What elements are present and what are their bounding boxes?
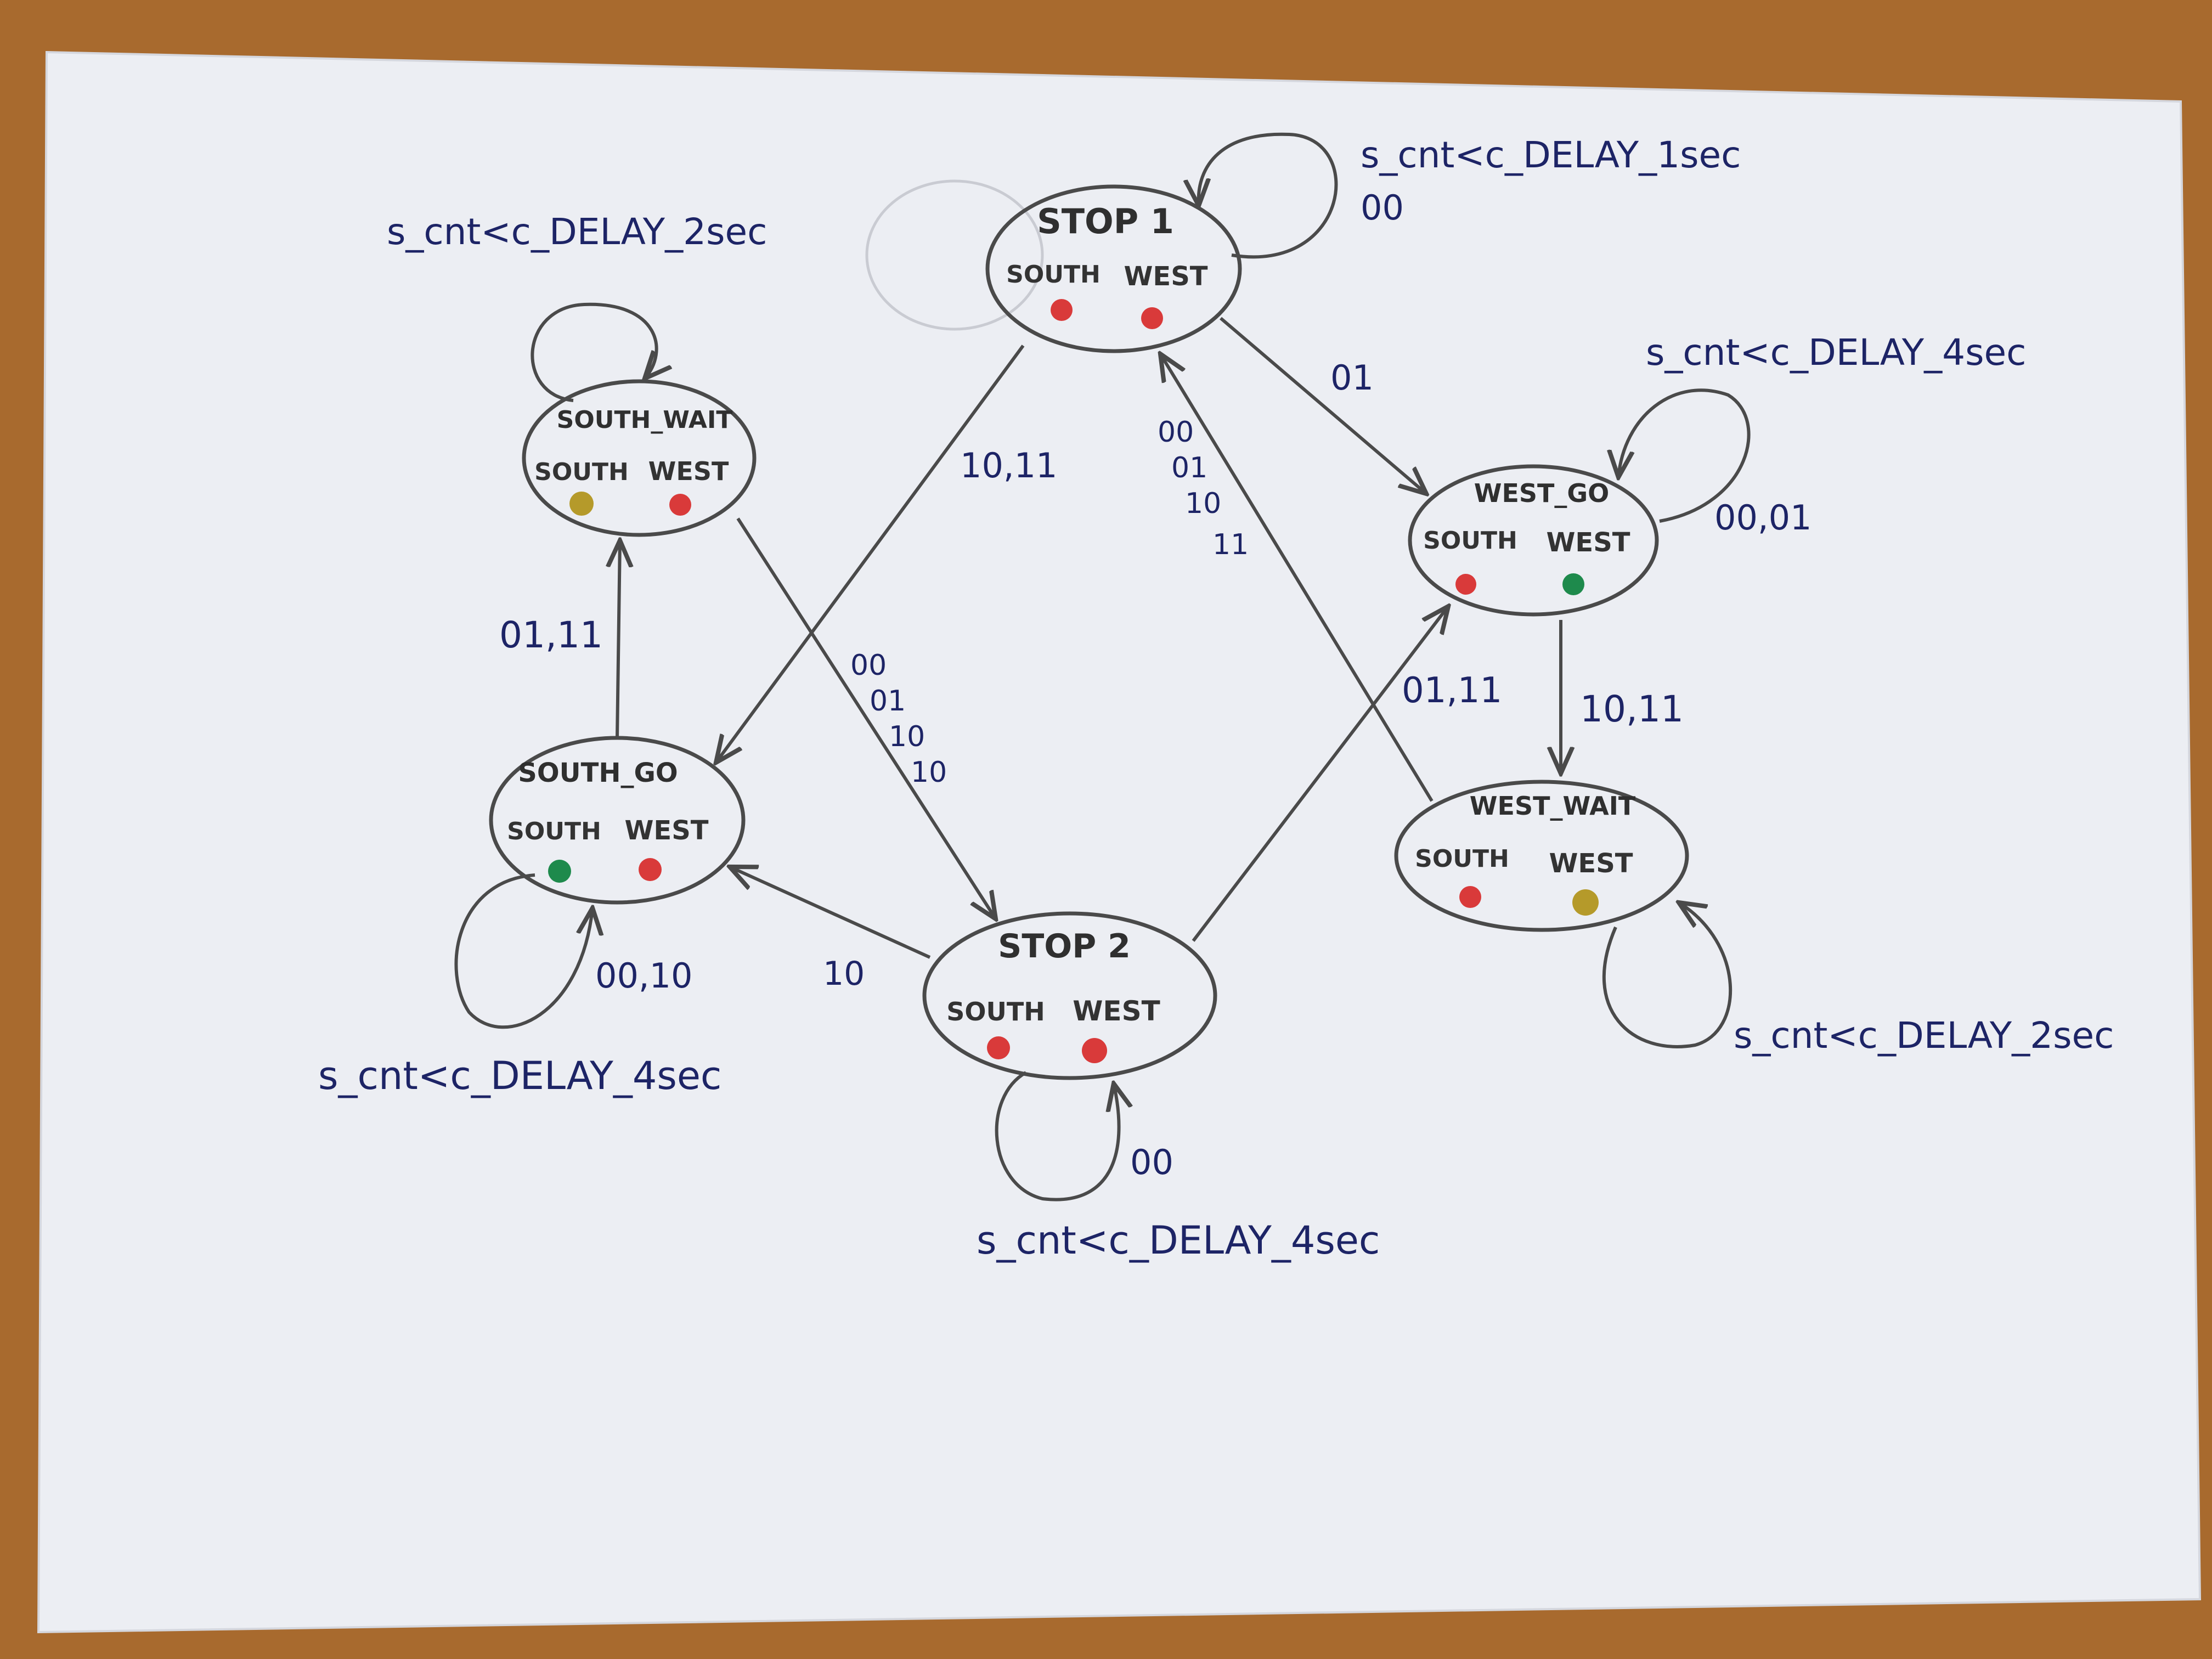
west-light-green	[1562, 573, 1584, 595]
edge-south-wait-to-stop2	[736, 517, 996, 919]
label-stop1-to-west-go: 01	[1330, 358, 1374, 398]
self-loop-stop2	[995, 1071, 1119, 1201]
state-title: WEST_GO	[1474, 478, 1610, 508]
state-node	[1394, 780, 1689, 932]
state-stop1: STOP 1 SOUTH WEST	[985, 184, 1242, 353]
west-light-yellow	[1572, 889, 1599, 916]
condition-stop1: s_cnt<c_DELAY_1sec	[1361, 134, 1741, 176]
condition-south-wait: s_cnt<c_DELAY_2sec	[387, 211, 767, 253]
south-light-red	[1455, 574, 1476, 595]
west-light-red	[669, 494, 691, 516]
label-stop2-to-south-go: 10	[823, 955, 865, 993]
south-light-red	[1459, 886, 1481, 908]
south-light-red	[1051, 299, 1073, 321]
edge-stop1-to-south-go	[716, 345, 1025, 763]
label-stop2-to-west-go: 01,11	[1402, 670, 1502, 711]
condition-stop2: s_cnt<c_DELAY_4sec	[977, 1218, 1380, 1263]
south-label: SOUTH	[1423, 527, 1517, 555]
label-line: 11	[1212, 528, 1249, 561]
state-stop2: STOP 2 SOUTH WEST	[922, 911, 1217, 1080]
self-loop-south-go	[454, 873, 592, 1029]
label-line: 01	[870, 685, 906, 718]
edge-west-wait-to-stop1	[1160, 354, 1434, 802]
state-title: SOUTH_GO	[518, 758, 678, 788]
south-label: SOUTH	[534, 458, 629, 486]
state-node	[522, 379, 757, 537]
south-label: SOUTH	[1415, 845, 1509, 873]
west-label: WEST	[624, 815, 708, 846]
label-line: 10	[889, 720, 925, 753]
edge-south-go-to-south-wait	[617, 540, 620, 738]
paper-sheet	[37, 50, 2202, 1634]
label-west-go-to-west-wait: 10,11	[1580, 688, 1684, 730]
label-stop2-self: 00	[1130, 1142, 1173, 1182]
edge-stop2-to-west-go	[1192, 606, 1448, 942]
south-light-yellow	[569, 492, 594, 516]
state-node	[985, 184, 1242, 353]
label-line: 10	[911, 756, 947, 789]
south-label: SOUTH	[1006, 261, 1101, 289]
south-label: SOUTH	[946, 997, 1045, 1026]
label-stop1-self: 00	[1361, 188, 1404, 228]
west-label: WEST	[1546, 527, 1630, 558]
state-node	[489, 736, 746, 905]
label-west-wait-to-stop1: 00 01 10 11	[1158, 416, 1249, 561]
label-line: 01	[1171, 452, 1207, 484]
south-light-red	[987, 1036, 1010, 1059]
self-loop-west-wait	[1602, 902, 1733, 1048]
state-title: SOUTH_WAIT	[557, 406, 733, 434]
self-loop-stop1	[1199, 132, 1338, 259]
self-loop-west-go	[1618, 388, 1751, 523]
state-south-wait: SOUTH_WAIT SOUTH WEST	[522, 379, 757, 537]
condition-south-go: s_cnt<c_DELAY_4sec	[318, 1053, 721, 1098]
state-west-wait: WEST_WAIT SOUTH WEST	[1394, 780, 1689, 932]
state-title: WEST_WAIT	[1470, 791, 1636, 821]
label-south-go-to-south-wait: 01,11	[499, 614, 603, 656]
west-label: WEST	[1124, 261, 1207, 292]
condition-west-wait: s_cnt<c_DELAY_2sec	[1734, 1014, 2114, 1057]
state-west-go: WEST_GO SOUTH WEST	[1408, 464, 1659, 617]
state-title: STOP 1	[1037, 201, 1174, 241]
label-line: 10	[1185, 487, 1221, 520]
south-label: SOUTH	[507, 817, 601, 845]
label-line: 00	[850, 649, 887, 682]
west-light-red	[1082, 1038, 1107, 1063]
label-stop1-to-south-go: 10,11	[960, 445, 1058, 486]
label-south-go-self: 00,10	[595, 956, 693, 996]
condition-west-go: s_cnt<c_DELAY_4sec	[1646, 331, 2026, 374]
west-light-red	[1141, 307, 1163, 329]
edge-stop2-to-south-go	[730, 867, 931, 959]
edge-stop1-to-west-go	[1220, 317, 1426, 494]
state-south-go: SOUTH_GO SOUTH WEST	[489, 736, 746, 905]
label-line: 00	[1158, 416, 1194, 449]
south-light-green	[548, 860, 571, 883]
label-west-go-self: 00,01	[1714, 498, 1812, 538]
self-loop-south-wait	[531, 302, 656, 402]
state-title: STOP 2	[998, 927, 1131, 966]
west-label: WEST	[1549, 848, 1633, 879]
west-label: WEST	[648, 456, 729, 486]
west-light-red	[639, 858, 662, 881]
label-south-wait-to-stop2: 00 01 10 10	[850, 649, 947, 789]
west-label: WEST	[1073, 995, 1160, 1027]
erased-sketch	[865, 179, 1044, 331]
state-node	[922, 911, 1217, 1080]
state-node	[1408, 464, 1659, 617]
